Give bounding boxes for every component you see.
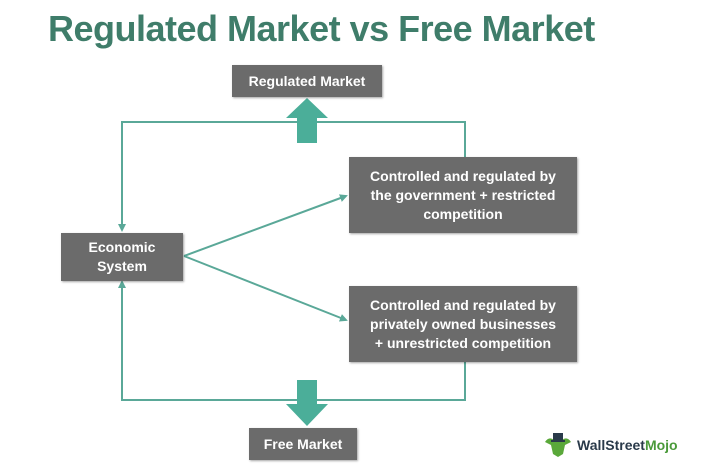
private-label-1: Controlled and regulated by: [370, 296, 556, 313]
government-label-2: the government + restricted: [370, 186, 556, 203]
free-market-box: Free Market: [249, 428, 357, 460]
economic-system-box: Economic System: [61, 233, 183, 281]
branch-to-private: [183, 255, 348, 322]
economic-system-label-1: Economic: [88, 239, 156, 255]
wallstreetmojo-logo: WallStreetMojo: [543, 432, 678, 458]
up-block-arrow-icon: [286, 98, 328, 143]
regulated-market-box: Regulated Market: [232, 65, 382, 97]
logo-text: WallStreetMojo: [577, 437, 678, 453]
logo-text-wallstreet: WallStreet: [577, 437, 645, 453]
economic-system-label-2: System: [97, 258, 147, 274]
branch-to-government: [183, 194, 348, 257]
government-regulated-box: Controlled and regulated by the governme…: [349, 157, 577, 233]
government-label-3: competition: [423, 205, 503, 222]
logo-text-mojo: Mojo: [644, 437, 678, 453]
bottom-loop-connector: [118, 280, 466, 401]
private-label-3: + unrestricted competition: [374, 334, 552, 351]
regulated-market-label: Regulated Market: [248, 72, 366, 89]
bull-logo-icon: [545, 433, 571, 457]
page-title: Regulated Market vs Free Market: [48, 8, 595, 49]
private-label-2: privately owned businesses: [370, 315, 556, 332]
free-market-label: Free Market: [263, 435, 343, 452]
top-loop-connector: [118, 121, 466, 232]
government-label-1: Controlled and regulated by: [370, 167, 556, 184]
down-block-arrow-icon: [286, 380, 328, 426]
privately-regulated-box: Controlled and regulated by privately ow…: [349, 286, 577, 362]
